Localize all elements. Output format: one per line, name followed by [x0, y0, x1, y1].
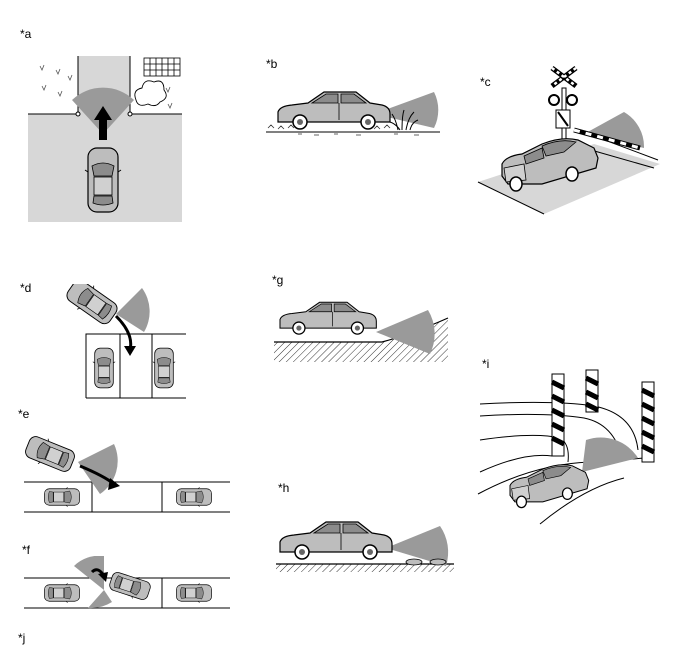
- sensor-zone: [582, 437, 638, 472]
- panel-c-railroad-crossing: [474, 64, 664, 224]
- panel-h-low-obstacle: [274, 514, 458, 582]
- panel-g-slope: [272, 298, 452, 362]
- panel-label-d: *d: [20, 281, 32, 295]
- panel-label-f: *f: [22, 543, 31, 557]
- sensor-zone: [374, 92, 439, 128]
- arrow-icon: [124, 346, 136, 356]
- delineator-post-icon: [640, 381, 656, 463]
- panel-e-parallel-approach: [22, 432, 234, 516]
- fence-grid: [143, 57, 181, 77]
- arrow-icon: [108, 478, 120, 490]
- panel-label-b: *b: [266, 57, 278, 71]
- curb-stone-icon: [405, 558, 423, 566]
- sensor-zone: [78, 444, 118, 494]
- sensor-zone: [116, 288, 150, 332]
- crossing-barrier: [573, 127, 641, 151]
- railroad-signal-icon: [548, 66, 578, 143]
- panel-a-intersection: [28, 56, 182, 222]
- panel-label-h: *h: [278, 481, 290, 495]
- panel-label-g: *g: [272, 273, 284, 287]
- sensor-zone: [584, 112, 645, 148]
- panel-d-parking: [60, 284, 200, 404]
- sensor-zone: [88, 590, 112, 609]
- panel-label-a: *a: [20, 27, 32, 41]
- panel-i-curve-posts: [474, 368, 668, 530]
- panel-label-j: *j: [18, 631, 26, 645]
- delineator-post-icon: [550, 373, 566, 457]
- arrow-icon: [94, 106, 112, 120]
- panel-label-c: *c: [480, 75, 491, 89]
- grass-marks: [39, 64, 173, 109]
- grass-tuft-icon: [389, 109, 419, 131]
- arrow-icon: [98, 572, 108, 582]
- sensor-zone: [386, 526, 449, 566]
- bush-icon: [134, 80, 167, 107]
- panel-label-i: *i: [482, 357, 490, 371]
- sensor-zone: [376, 310, 435, 354]
- panel-f-parallel-tight: [22, 556, 234, 614]
- panel-label-e: *e: [18, 407, 30, 421]
- ground-texture: [267, 124, 419, 136]
- sensor-zone: [74, 556, 104, 590]
- delineator-post-icon: [584, 369, 600, 413]
- curb-stone-icon: [429, 558, 447, 566]
- panel-b-grass: [264, 80, 442, 142]
